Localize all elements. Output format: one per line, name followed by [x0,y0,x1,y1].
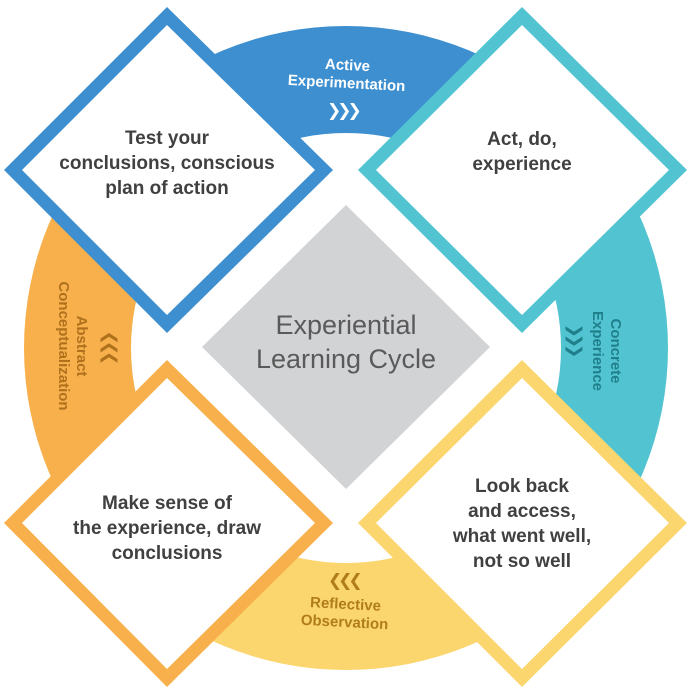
ring-label-line2: Conceptualization [55,281,72,411]
center-title-line2: Learning Cycle [255,344,437,374]
chevron-right-icon: ❯❯❯ [327,101,362,121]
ring-label-concrete-experience: Concrete Experience [588,291,624,411]
ring-label-abstract-conceptualization: Abstract Conceptualization [54,271,90,421]
chevron-down-icon: ❯❯❯ [564,323,585,355]
chevron-up-icon: ❮❮❮ [99,330,120,362]
diamond-top-left [4,7,333,333]
stage-line: experience [472,154,572,175]
stage-text-active-experimentation: Test your conclusions, conscious plan of… [37,126,297,201]
chevron-left-icon: ❮❮❮ [328,571,363,591]
diamond-top-right [358,7,687,333]
stage-line: Look back [475,476,569,497]
stage-line: conclusions, conscious [59,153,275,174]
stage-line: not so well [472,551,572,572]
stage-line: Test your [124,128,210,149]
stage-line: and access, [468,501,576,522]
stage-line: what went well, [452,526,592,547]
stage-line: Make sense of [102,493,232,514]
diamond-bottom-right [358,360,687,687]
diamond-bottom-left [4,360,333,687]
center-diamond [202,205,490,489]
center-title: Experiential Learning Cycle [246,308,446,376]
stage-line: conclusions [111,543,223,564]
stage-line: Act, do, [487,129,557,150]
center-title-line1: Experiential [275,310,417,340]
stage-text-reflective-observation: Look back and access, what went well, no… [412,474,632,574]
stage-line: plan of action [105,178,229,199]
ring-label-line2: Experience [589,310,606,392]
stage-line: the experience, draw [73,518,261,539]
ring-label-line1: Abstract [73,315,90,377]
ring-label-line1: Concrete [607,318,624,384]
stage-text-concrete-experience: Act, do, experience [422,127,622,177]
stage-text-abstract-conceptualization: Make sense of the experience, draw concl… [52,491,282,566]
